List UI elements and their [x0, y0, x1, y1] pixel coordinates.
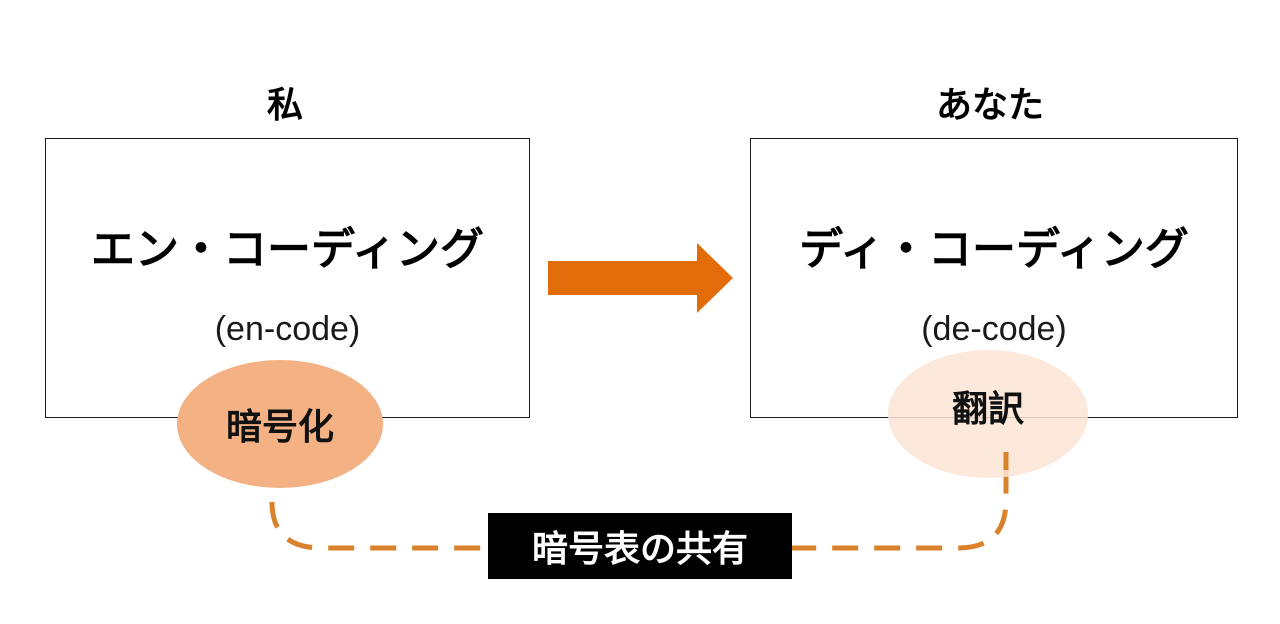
encoding-subtitle: (en-code)	[214, 310, 361, 348]
receiver-label: あなた	[935, 85, 1044, 126]
dashed-connector-line	[269, 452, 1009, 551]
decoding-subtitle: (de-code)	[921, 310, 1067, 348]
encoding-title: エン・コーディング	[91, 224, 484, 275]
translate-label: 翻訳	[951, 389, 1024, 430]
encrypt-bubble: 暗号化	[177, 360, 383, 488]
sender-label: 私	[266, 85, 303, 126]
decoding-title: ディ・コーディング	[799, 224, 1189, 275]
translate-bubble: 翻訳	[888, 350, 1088, 478]
transfer-arrow-icon	[548, 243, 733, 313]
encrypt-label: 暗号化	[225, 407, 334, 448]
shared-table-label: 暗号表の共有	[488, 513, 792, 579]
